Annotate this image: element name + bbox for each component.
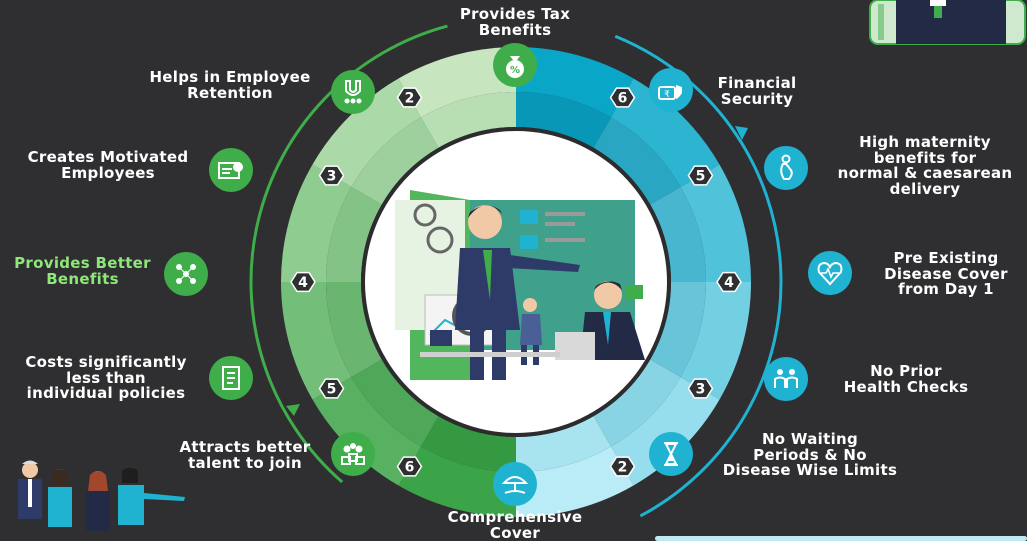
- wheel-sector-green: [281, 282, 352, 400]
- wheel-sector-blue: [680, 282, 751, 400]
- wheel-sector-blue: [516, 92, 611, 148]
- money-bag-percent-icon: %: [493, 43, 537, 87]
- wheel-sector-green: [326, 282, 382, 377]
- ring-number-left: 6: [396, 456, 423, 477]
- svg-text:3: 3: [696, 382, 706, 398]
- svg-text:5: 5: [327, 382, 337, 398]
- ring-number-right: 2: [609, 456, 636, 477]
- wheel-sector-green: [351, 117, 439, 205]
- team-illustration: [18, 460, 185, 531]
- wheel-sector-green: [312, 78, 421, 187]
- wheel-sector-blue: [611, 78, 720, 187]
- team-icon: [331, 432, 375, 476]
- umbrella-hand-icon: [493, 462, 537, 506]
- wheel-sector-blue: [516, 416, 611, 472]
- svg-text:5: 5: [696, 169, 706, 185]
- wheel-sector-blue: [650, 282, 706, 377]
- wheel-sector-blue: [593, 117, 681, 205]
- wheel-sectors: [281, 47, 751, 517]
- ring-number-right: 5: [687, 165, 714, 186]
- people-network-icon: [164, 252, 208, 296]
- wheel-sector-blue: [516, 446, 634, 517]
- svg-text:2: 2: [405, 91, 415, 107]
- doctor-patient-icon: [764, 357, 808, 401]
- center-illustration: [361, 127, 671, 437]
- rupee-shield-icon: ₹: [649, 68, 693, 112]
- certificate-icon: [209, 148, 253, 192]
- svg-text:2: 2: [618, 459, 628, 475]
- ring-number-right: 4: [716, 271, 742, 293]
- ring-number-right: 6: [609, 87, 636, 108]
- svg-text:4: 4: [298, 275, 308, 291]
- ring-number-left: 2: [396, 87, 423, 108]
- svg-text:₹: ₹: [664, 90, 670, 100]
- ring-number-left: 3: [318, 165, 345, 186]
- wheel-sector-green: [398, 47, 516, 118]
- checklist-icon: [209, 356, 253, 400]
- wheel-sector-blue: [593, 359, 681, 447]
- wheel-sector-green: [312, 377, 421, 486]
- wheel-sector-blue: [611, 377, 720, 486]
- wheel-sector-green: [281, 164, 352, 282]
- svg-text:4: 4: [724, 275, 734, 291]
- wheel-sector-green: [326, 187, 382, 282]
- ring-number-right: 3: [687, 378, 714, 399]
- left-arrow: [249, 24, 448, 484]
- wheel-sector-green: [421, 92, 516, 148]
- wheel-sector-green: [421, 416, 516, 472]
- wheel-sector-blue: [516, 47, 634, 118]
- wheel-sector-blue: [650, 187, 706, 282]
- heart-pulse-icon: [808, 251, 852, 295]
- ring-number-left: 4: [290, 271, 316, 293]
- magnet-people-icon: [331, 70, 375, 114]
- wheel-sector-blue: [680, 164, 751, 282]
- pregnant-icon: [764, 146, 808, 190]
- svg-text:6: 6: [618, 91, 628, 107]
- wheel-sector-green: [351, 359, 439, 447]
- ring-number-left: 5: [318, 378, 345, 399]
- wheel-sector-green: [398, 446, 516, 517]
- svg-text:6: 6: [405, 459, 415, 475]
- svg-text:%: %: [510, 65, 520, 76]
- svg-text:3: 3: [327, 169, 337, 185]
- corner-illustration: [869, 0, 1026, 45]
- bottom-right-bar: [655, 536, 1027, 541]
- hourglass-icon: [649, 432, 693, 476]
